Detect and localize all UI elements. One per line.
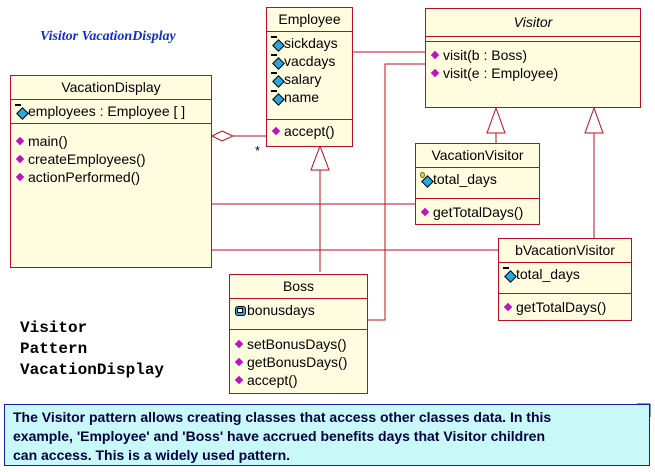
public-operation-icon — [430, 48, 441, 62]
operation-row: setBonusDays() — [234, 335, 367, 353]
caption-line: Pattern — [20, 340, 88, 358]
caption-line: VacationDisplay — [20, 361, 165, 379]
note-line: can access. This is a widely used patter… — [13, 447, 291, 463]
public-operation-icon — [15, 170, 26, 184]
operation-row: createEmployees() — [15, 150, 211, 168]
note-line: The Visitor pattern allows creating clas… — [13, 409, 552, 425]
class-visitor[interactable]: Visitor visit(b : Boss) visit(e : Employ… — [425, 8, 641, 108]
public-operation-icon — [234, 337, 245, 351]
generalization-arrowhead-visitor-1 — [486, 106, 506, 134]
attribute-row: vacdays — [271, 52, 352, 70]
protected-attribute-icon — [271, 36, 282, 50]
attribute-row: sickdays — [271, 34, 352, 52]
public-operation-icon — [420, 205, 431, 219]
operations-section: accept() — [267, 120, 352, 143]
attribute-row: employees : Employee [ ] — [15, 102, 211, 120]
note-box: The Visitor pattern allows creating clas… — [4, 404, 650, 466]
public-operation-icon — [234, 355, 245, 369]
class-b-vacation-visitor[interactable]: bVacationVisitor total_days getTotalDays… — [498, 238, 632, 321]
operation-row: visit(e : Employee) — [430, 64, 640, 82]
operations-section: getTotalDays() — [416, 199, 539, 224]
operation-row: visit(b : Boss) — [430, 46, 640, 64]
multiplicity-label: * — [255, 143, 261, 158]
operation-row: accept() — [271, 122, 352, 140]
class-employee[interactable]: Employee sickdays vacdays salary name ac… — [266, 7, 353, 147]
public-operation-icon — [15, 152, 26, 166]
operations-section: visit(b : Boss) visit(e : Employee) — [426, 42, 640, 85]
attributes-section: sickdays vacdays salary name — [267, 32, 352, 120]
operation-row: actionPerformed() — [15, 168, 211, 186]
attribute-row: bonusdays — [234, 301, 367, 319]
attribute-row: total_days — [503, 265, 631, 283]
note-line: example, 'Employee' and 'Boss' have accr… — [13, 428, 546, 444]
public-operation-icon — [234, 373, 245, 387]
attribute-row: salary — [271, 70, 352, 88]
operations-section: setBonusDays() getBonusDays() accept() — [230, 330, 367, 392]
operation-row: getTotalDays() — [420, 203, 539, 221]
attributes-section: total_days — [499, 263, 631, 294]
public-operation-icon — [15, 134, 26, 148]
class-name: Employee — [267, 8, 352, 32]
public-operation-icon — [503, 300, 514, 314]
protected-attribute-icon — [271, 90, 282, 104]
package-attribute-icon — [234, 303, 246, 317]
class-name: VacationVisitor — [416, 144, 539, 168]
operations-section: main() createEmployees() actionPerformed… — [11, 124, 211, 189]
attribute-row: total_days — [420, 170, 539, 188]
protected-attribute-icon — [271, 72, 282, 86]
class-name: Visitor — [426, 9, 640, 37]
private-attribute-icon — [420, 172, 431, 186]
operation-row: accept() — [234, 371, 367, 389]
generalization-arrowhead-employee — [310, 144, 330, 171]
operation-row: getTotalDays() — [503, 298, 631, 316]
operations-section: getTotalDays() — [499, 294, 631, 319]
attribute-row: name — [271, 88, 352, 106]
operation-row: getBonusDays() — [234, 353, 367, 371]
protected-attribute-icon — [503, 267, 514, 281]
operation-row: main() — [15, 132, 211, 150]
class-boss[interactable]: Boss bonusdays setBonusDays() getBonusDa… — [229, 274, 368, 394]
class-vacation-visitor[interactable]: VacationVisitor total_days getTotalDays(… — [415, 143, 540, 225]
public-operation-icon — [430, 66, 441, 80]
protected-attribute-icon — [15, 104, 26, 118]
attributes-section: total_days — [416, 168, 539, 199]
association-boss-visitor — [368, 63, 426, 321]
attributes-section: employees : Employee [ ] — [11, 100, 211, 124]
attributes-section: bonusdays — [230, 299, 367, 330]
generalization-arrowhead-visitor-2 — [584, 106, 604, 134]
composition-diamond — [210, 130, 235, 142]
attributes-section — [426, 37, 640, 42]
class-name: bVacationVisitor — [499, 239, 631, 263]
caption-line: Visitor — [20, 319, 88, 337]
diagram-title: Visitor VacationDisplay — [40, 29, 176, 44]
class-name: Boss — [230, 275, 367, 299]
class-vacation-display[interactable]: VacationDisplay employees : Employee [ ]… — [10, 75, 212, 268]
protected-attribute-icon — [271, 54, 282, 68]
class-name: VacationDisplay — [11, 76, 211, 100]
public-operation-icon — [271, 124, 282, 138]
